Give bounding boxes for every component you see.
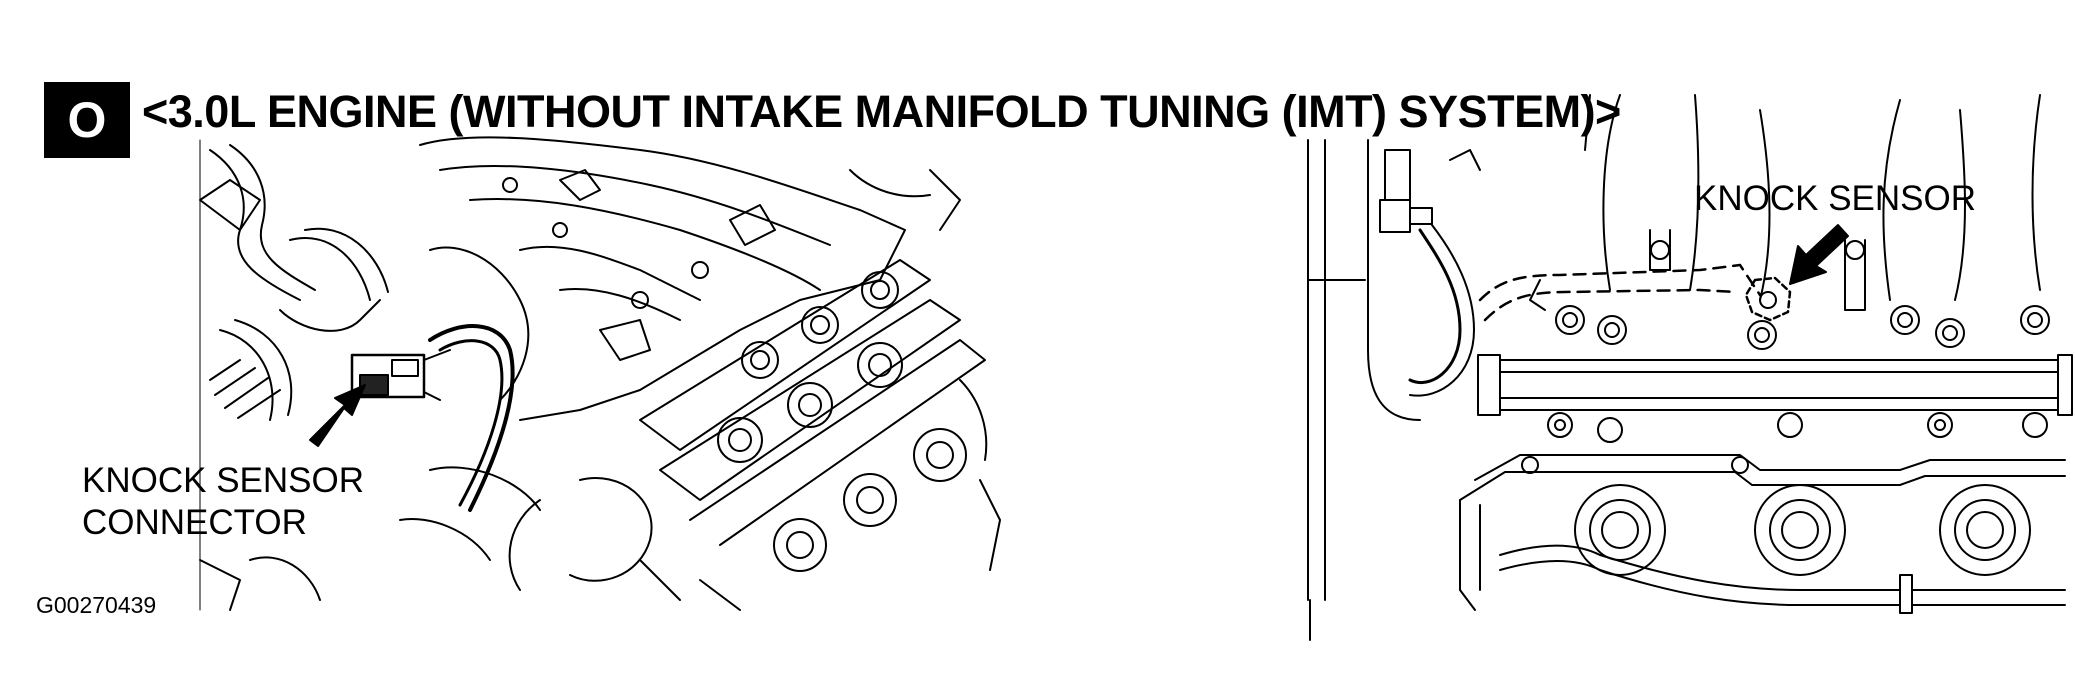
knock-sensor-graphic — [1744, 276, 1792, 322]
knock-sensor-label: KNOCK SENSOR — [1694, 179, 1976, 218]
knock-sensor-connector-graphic — [350, 349, 451, 401]
connector-arrow — [309, 384, 366, 447]
page-title: <3.0L ENGINE (WITHOUT INTAKE MANIFOLD TU… — [142, 86, 1621, 137]
section-badge-letter: O — [67, 92, 107, 148]
knock-sensor-arrow — [1789, 224, 1849, 285]
knock-sensor-connector-label: KNOCK SENSOR CONNECTOR — [82, 460, 364, 544]
knock-sensor-connector-label-line1: KNOCK SENSOR — [82, 461, 364, 500]
plug-wells-left — [717, 271, 967, 572]
spark-plug-wells — [1574, 484, 2031, 576]
manifold-bosses — [1555, 240, 2050, 350]
figure-code: G00270439 — [36, 592, 157, 618]
left-engine-view — [199, 136, 1001, 611]
section-badge: O — [44, 82, 130, 158]
right-engine-view — [1307, 94, 2073, 641]
knock-sensor-connector-label-line2: CONNECTOR — [82, 503, 307, 542]
